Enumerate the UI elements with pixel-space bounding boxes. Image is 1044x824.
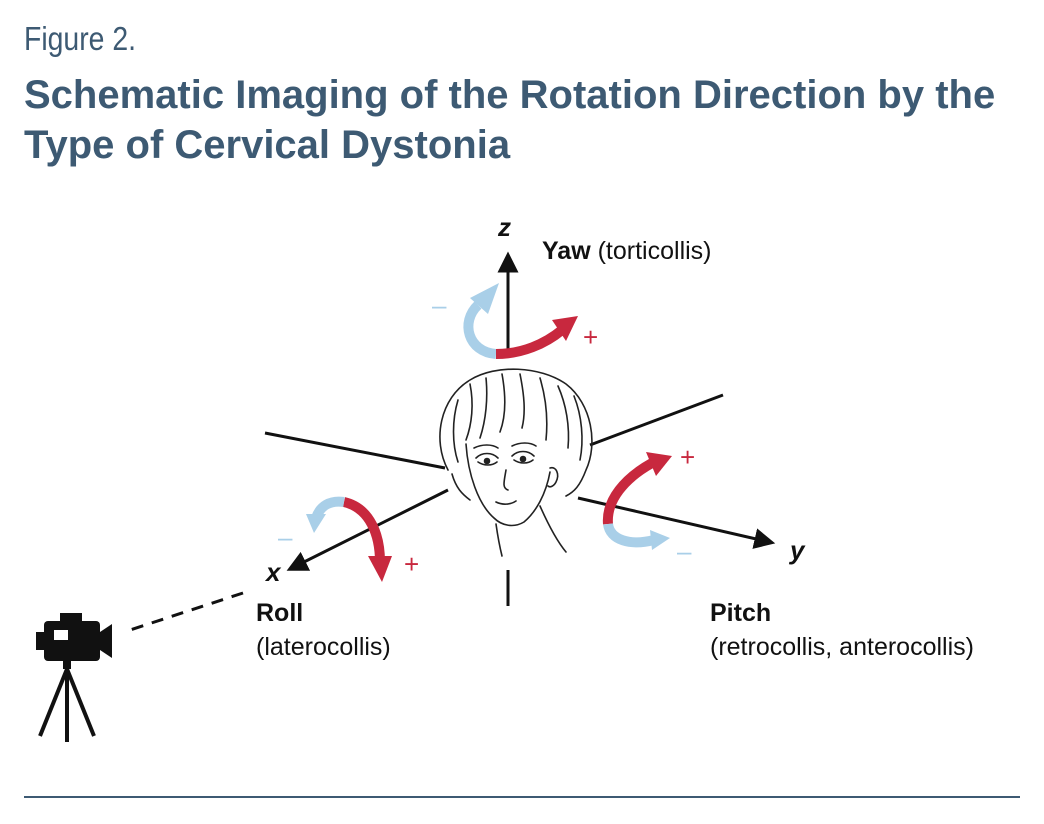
roll-negative-arrowhead bbox=[306, 514, 326, 533]
y-axis-label: y bbox=[790, 535, 805, 565]
roll-name: Roll bbox=[256, 599, 304, 627]
pitch-positive-arrowhead bbox=[646, 452, 672, 476]
pitch-plus-sign: + bbox=[680, 442, 696, 472]
pitch-name: Pitch bbox=[710, 599, 772, 627]
head-illustration bbox=[439, 368, 593, 557]
pitch-type: (retrocollis, anterocollis) bbox=[710, 633, 974, 661]
yaw-type: (torticollis) bbox=[597, 237, 712, 265]
yaw-caption: Yaw (torticollis) bbox=[542, 234, 712, 268]
yaw-positive-arrow bbox=[495, 326, 566, 359]
roll-minus-sign: – bbox=[278, 522, 293, 552]
yaw-negative-arrowhead bbox=[470, 283, 499, 314]
yaw-negative-arrow bbox=[463, 301, 497, 359]
z-axis-label: z bbox=[498, 212, 511, 242]
pitch-minus-sign: – bbox=[677, 536, 692, 566]
yaw-minus-sign: – bbox=[432, 290, 447, 320]
roll-caption: Roll (laterocollis) bbox=[256, 596, 391, 664]
pitch-positive-arrow bbox=[602, 458, 655, 525]
roll-positive-arrowhead bbox=[368, 556, 392, 582]
yaw-name: Yaw bbox=[542, 237, 591, 265]
roll-positive-arrow bbox=[342, 497, 385, 563]
pitch-caption: Pitch (retrocollis, anterocollis) bbox=[710, 596, 974, 664]
y-axis-back bbox=[589, 393, 724, 447]
figure-label: Figure 2. bbox=[24, 20, 137, 57]
video-camera-on-tripod-icon bbox=[36, 613, 112, 742]
x-axis-back bbox=[264, 431, 446, 470]
roll-type: (laterocollis) bbox=[256, 633, 391, 661]
x-axis-label: x bbox=[266, 557, 281, 587]
camera-sight-line bbox=[129, 591, 244, 632]
yaw-plus-sign: + bbox=[583, 322, 599, 352]
pitch-negative-arrowhead bbox=[650, 530, 670, 550]
yaw-positive-arrowhead bbox=[552, 316, 578, 341]
roll-plus-sign: + bbox=[404, 549, 420, 579]
figure-title: Schematic Imaging of the Rotation Direct… bbox=[24, 73, 996, 167]
bottom-rule bbox=[24, 796, 1020, 798]
pitch-negative-arrow bbox=[603, 522, 656, 548]
